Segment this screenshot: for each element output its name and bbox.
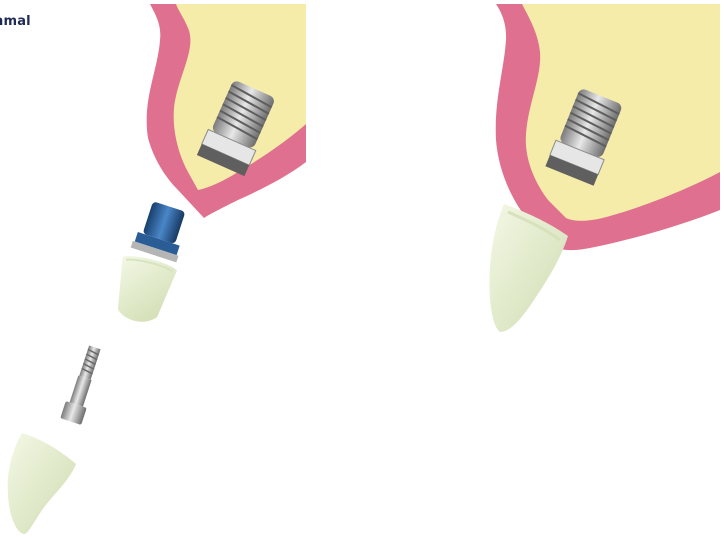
- crown-cap-left: [108, 252, 178, 327]
- crown-left: [8, 433, 76, 534]
- abutment-screw-left: [60, 344, 105, 425]
- abutment-left: [131, 199, 192, 262]
